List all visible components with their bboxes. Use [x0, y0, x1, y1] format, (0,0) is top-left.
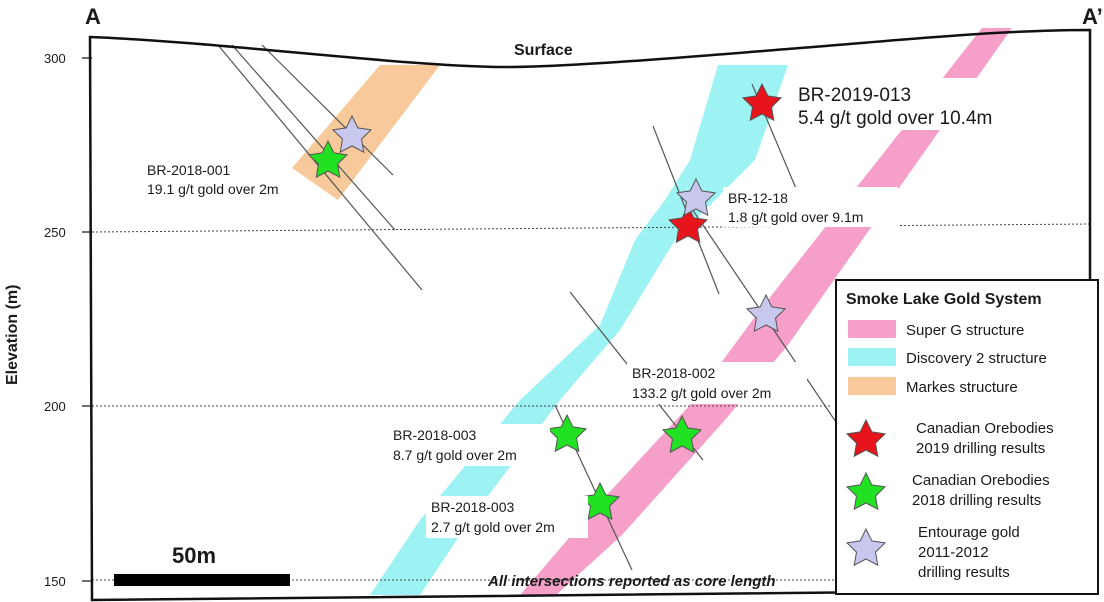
legend-entourage-line3: drilling results — [918, 564, 1010, 581]
intercept-result: 133.2 g/t gold over 2m — [632, 385, 771, 401]
legend-entourage-line1: Entourage gold — [918, 524, 1020, 541]
section-end-label: A’ — [1082, 4, 1103, 29]
legend-2018-line1: Canadian Orebodies — [912, 472, 1050, 489]
intercept-hole: BR-2018-001 — [147, 162, 230, 178]
label-br-2018-003-a: BR-2018-003 8.7 g/t gold over 2m — [388, 424, 550, 466]
legend-markes-label: Markes structure — [906, 379, 1018, 396]
intercept-result: 8.7 g/t gold over 2m — [393, 447, 517, 463]
scale-bar: 50m — [114, 543, 290, 586]
legend-2018-line2: 2018 drilling results — [912, 492, 1041, 509]
intercept-hole: BR-2018-003 — [431, 499, 514, 515]
legend-swatch-super-g — [848, 320, 896, 338]
intercept-hole: BR-2019-013 — [798, 85, 911, 106]
intercept-result: 2.7 g/t gold over 2m — [431, 519, 555, 535]
intercept-result: 19.1 g/t gold over 2m — [147, 181, 279, 197]
legend-2019-line1: Canadian Orebodies — [916, 420, 1054, 437]
intercept-hole: BR-2018-003 — [393, 427, 476, 443]
label-br-2019-013: BR-2019-013 5.4 g/t gold over 10.4m — [792, 78, 1042, 130]
y-tick-200: 200 — [44, 399, 66, 414]
scale-bar-label: 50m — [172, 543, 216, 568]
section-outline — [88, 28, 1092, 602]
y-axis-label: Elevation (m) — [4, 285, 21, 385]
legend: Smoke Lake Gold System Super G structure… — [835, 279, 1099, 595]
label-br-2018-003-b: BR-2018-003 2.7 g/t gold over 2m — [426, 496, 588, 538]
intercept-result: 1.8 g/t gold over 9.1m — [728, 209, 863, 225]
core-length-footnote: All intersections reported as core lengt… — [487, 573, 776, 590]
intercept-result: 5.4 g/t gold over 10.4m — [798, 108, 992, 129]
intercept-hole: BR-12-18 — [728, 190, 788, 206]
legend-title: Smoke Lake Gold System — [846, 291, 1042, 308]
y-axis-ticks: 300 250 200 150 — [44, 51, 92, 589]
surface-label: Surface — [514, 42, 573, 59]
legend-discovery-2-label: Discovery 2 structure — [906, 350, 1047, 367]
star-br-2018-003-a — [547, 414, 587, 452]
y-tick-150: 150 — [44, 574, 66, 589]
legend-swatch-discovery-2 — [848, 348, 896, 366]
y-tick-300: 300 — [44, 51, 66, 66]
legend-super-g-label: Super G structure — [906, 322, 1024, 339]
legend-2019-line2: 2019 drilling results — [916, 440, 1045, 457]
legend-entourage-line2: 2011-2012 — [918, 544, 989, 561]
label-br-12-18: BR-12-18 1.8 g/t gold over 9.1m — [723, 187, 898, 227]
section-start-label: A — [85, 4, 101, 29]
y-tick-250: 250 — [44, 225, 66, 240]
label-br-2018-001: BR-2018-001 19.1 g/t gold over 2m — [147, 162, 279, 197]
intercept-hole: BR-2018-002 — [632, 365, 715, 381]
legend-swatch-markes — [848, 377, 896, 395]
label-br-2018-002: BR-2018-002 133.2 g/t gold over 2m — [627, 362, 807, 404]
